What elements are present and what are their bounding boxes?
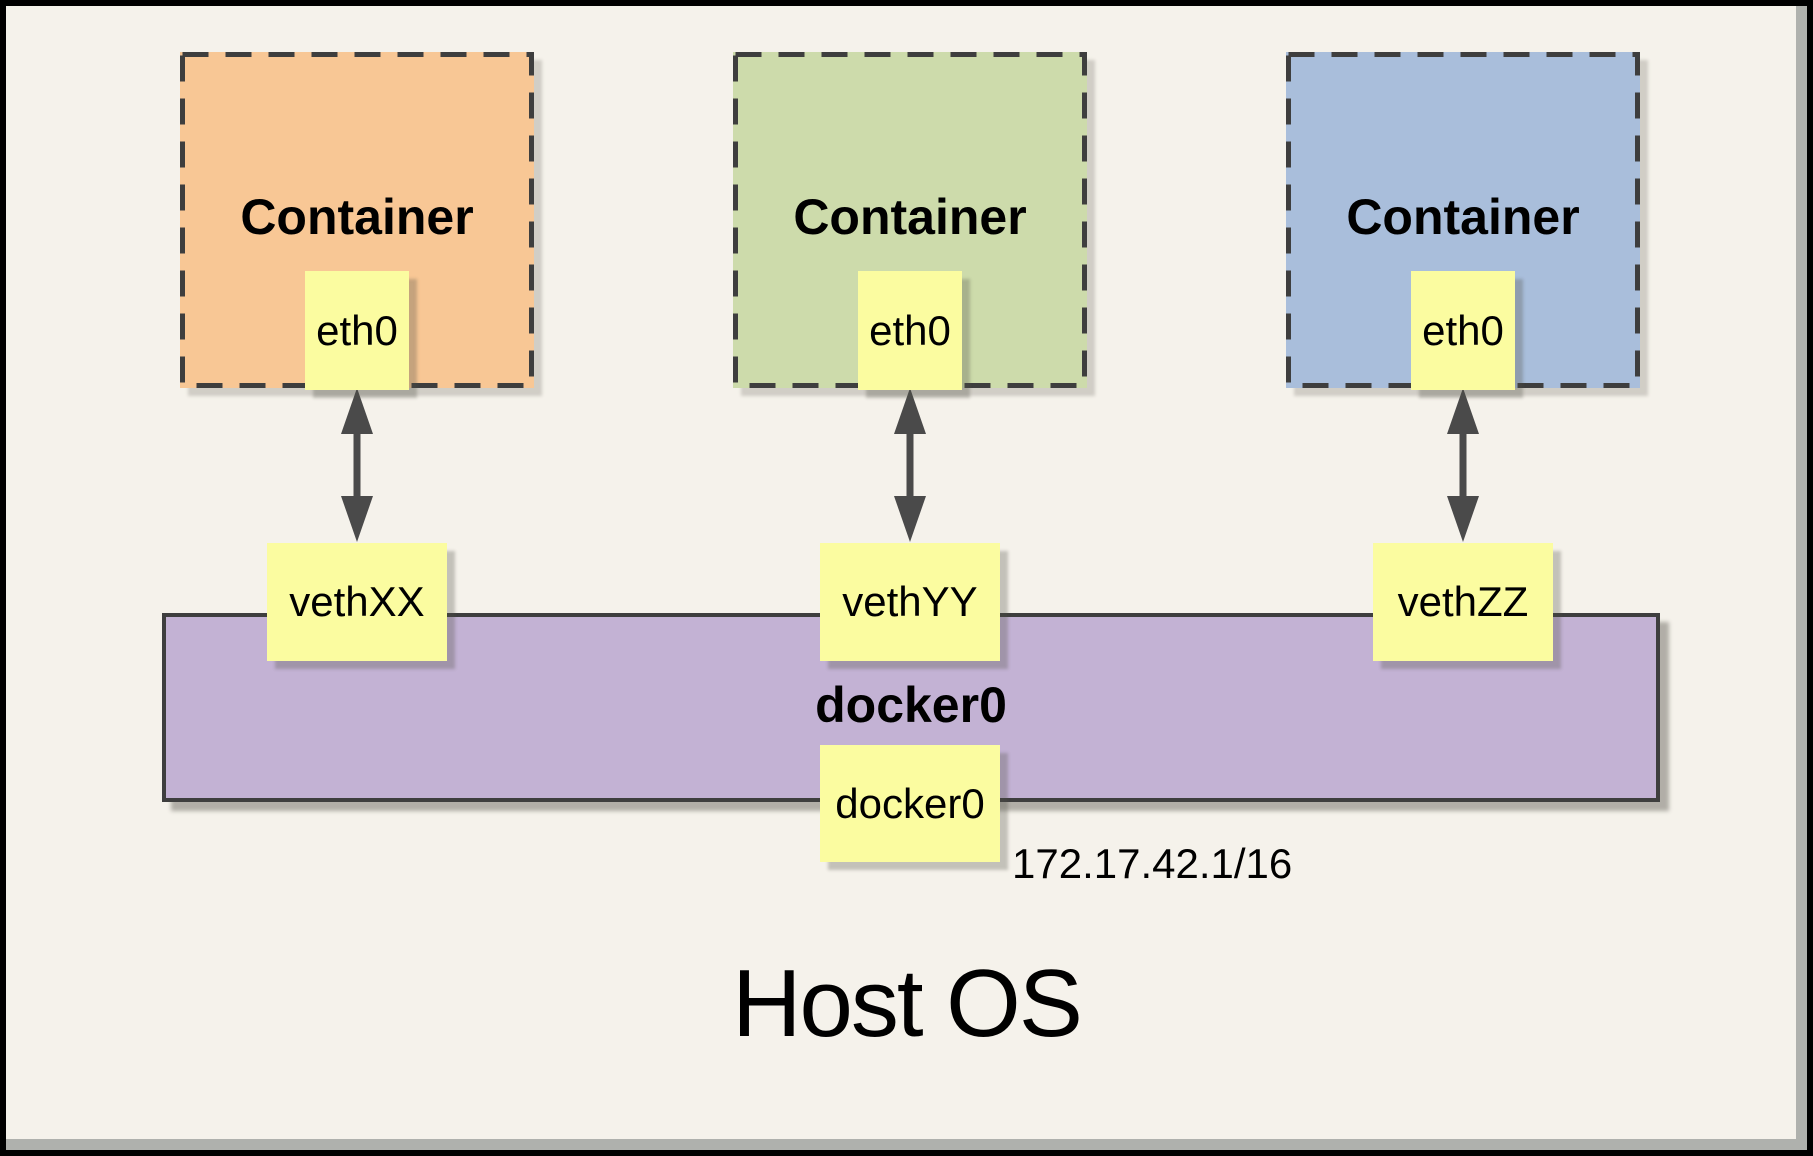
bridge-ip-address: 172.17.42.1/16 xyxy=(1012,840,1293,887)
eth0-interface-box: eth0 xyxy=(858,271,962,390)
vethxx-label: vethXX xyxy=(289,578,425,625)
host-os-label: Host OS xyxy=(732,950,1083,1057)
eth0-interface-box: eth0 xyxy=(1411,271,1515,390)
eth0-interface-box: eth0 xyxy=(305,271,409,390)
container-label: Container xyxy=(1346,189,1580,245)
container-box-1: Container eth0 xyxy=(180,52,534,390)
docker0-interface-box: docker0 xyxy=(820,745,1000,862)
eth0-label: eth0 xyxy=(1422,306,1504,354)
double-arrow-icon xyxy=(341,388,373,542)
vethzz-box: vethZZ xyxy=(1373,543,1553,661)
eth0-label: eth0 xyxy=(869,306,951,354)
double-arrow-icon xyxy=(1447,388,1479,542)
docker0-interface-label: docker0 xyxy=(835,779,985,827)
container-label: Container xyxy=(240,189,474,245)
container-box-2: Container eth0 xyxy=(733,52,1087,390)
container-label: Container xyxy=(793,189,1027,245)
container-box-3: Container eth0 xyxy=(1286,52,1640,390)
eth0-label: eth0 xyxy=(316,306,398,354)
docker0-bridge-label: docker0 xyxy=(815,677,1007,733)
vethxx-box: vethXX xyxy=(267,543,447,661)
vethyy-label: vethYY xyxy=(842,578,978,625)
double-arrow-icon xyxy=(894,388,926,542)
vethzz-label: vethZZ xyxy=(1397,578,1529,625)
vethyy-box: vethYY xyxy=(820,543,1000,661)
